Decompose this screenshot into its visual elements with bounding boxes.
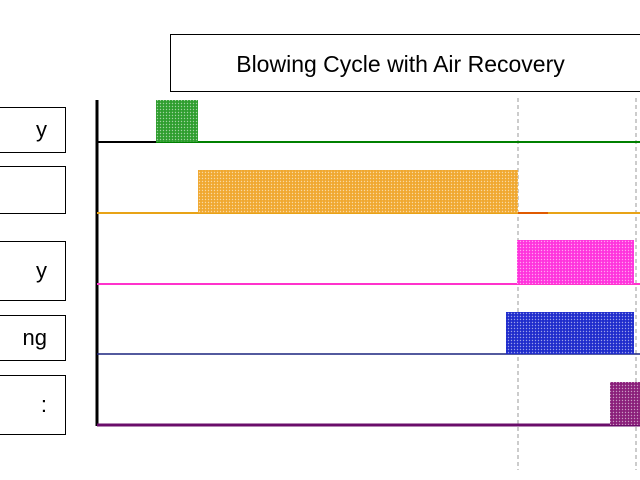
diagram-title: Blowing Cycle with Air Recovery <box>236 51 565 77</box>
signal-5-pulse-texture <box>610 382 640 425</box>
signal-label-1-text: y <box>36 117 47 142</box>
signal-3-pulse-texture <box>517 240 634 284</box>
signal-label-3: y <box>0 241 66 301</box>
signal-label-5-text: : <box>40 392 47 417</box>
signal-label-1: y <box>0 107 66 153</box>
signal-label-5: : <box>0 375 66 435</box>
signal-label-2 <box>0 166 66 214</box>
signal-label-4: ng <box>0 315 66 361</box>
signal-label-3-text: y <box>36 258 47 283</box>
signal-label-4-text: ng <box>22 325 47 350</box>
signal-1-pulse-texture <box>156 100 198 142</box>
signal-2-pulse-texture <box>198 170 518 213</box>
title-box: Blowing Cycle with Air Recovery <box>170 34 640 92</box>
signal-4-pulse-texture <box>506 312 634 354</box>
